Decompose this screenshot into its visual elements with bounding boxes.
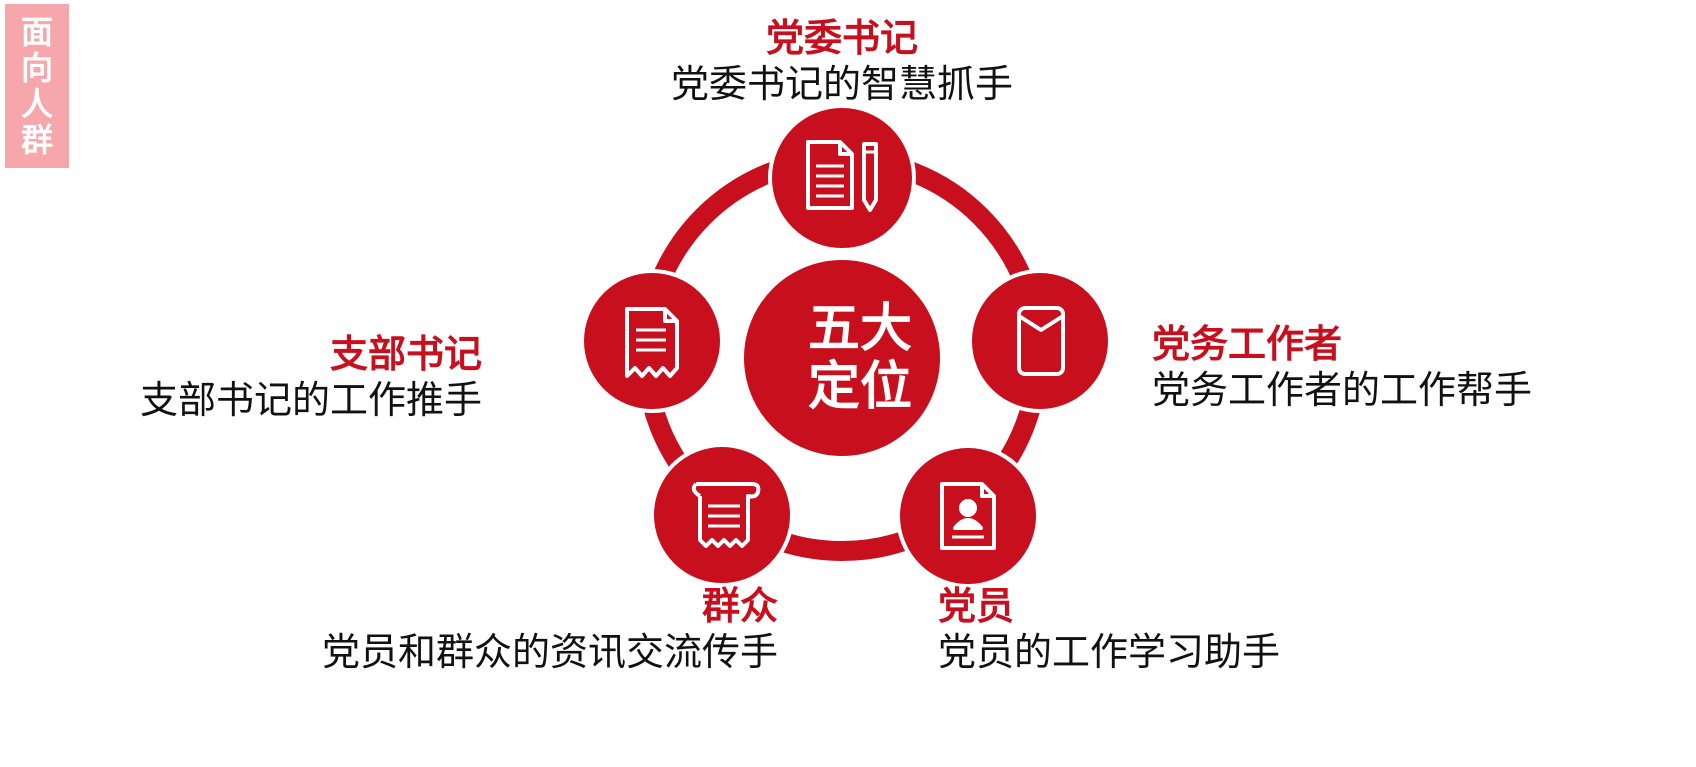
node-right-label: 党务工作者 党务工作者的工作帮手: [1152, 322, 1532, 414]
envelope-icon: [1017, 306, 1065, 376]
node-top-desc: 党委书记的智慧抓手: [670, 62, 1013, 106]
node-top: [768, 104, 916, 252]
node-top-circle: [768, 104, 916, 252]
center-circle: [744, 260, 940, 456]
node-bottom-right-label: 党员 党员的工作学习助手: [938, 584, 1280, 676]
node-right-title: 党务工作者: [1152, 322, 1343, 366]
node-bottom-right: [896, 444, 1040, 588]
node-left-desc: 支部书记的工作推手: [139, 378, 482, 422]
profile-document-icon: [940, 482, 996, 550]
node-left: [580, 269, 724, 413]
audience-tag-char: 面: [20, 13, 53, 51]
node-bottom-left: [650, 443, 794, 587]
audience-tag: 面 向 人 群: [5, 4, 69, 168]
node-left-label: 支部书记 支部书记的工作推手: [126, 332, 482, 424]
node-bottom-left-desc: 党员和群众的资讯交流传手: [321, 630, 778, 674]
center-label: 五大 定位: [770, 300, 950, 416]
receipt-icon: [625, 307, 679, 378]
node-right-circle: [968, 269, 1112, 413]
node-bottom-right-desc: 党员的工作学习助手: [938, 630, 1281, 674]
audience-tag-char: 向: [20, 49, 53, 87]
node-bottom-right-title: 党员: [938, 584, 1015, 628]
scroll-icon: [691, 482, 761, 548]
document-pencil-icon: [806, 140, 878, 212]
center-label-line1: 五大: [807, 299, 912, 359]
audience-tag-char: 群: [20, 121, 53, 159]
node-bottom-left-label: 群众 党员和群众的资讯交流传手: [314, 584, 778, 676]
node-right-desc: 党务工作者的工作帮手: [1152, 368, 1533, 412]
node-right: [968, 269, 1112, 413]
node-left-title: 支部书记: [329, 332, 482, 376]
audience-tag-char: 人: [20, 85, 53, 123]
node-bottom-left-title: 群众: [701, 584, 778, 628]
node-top-label: 党委书记 党委书记的智慧抓手: [660, 16, 1024, 108]
node-top-title: 党委书记: [765, 16, 918, 60]
center-label-line2: 定位: [807, 357, 912, 417]
